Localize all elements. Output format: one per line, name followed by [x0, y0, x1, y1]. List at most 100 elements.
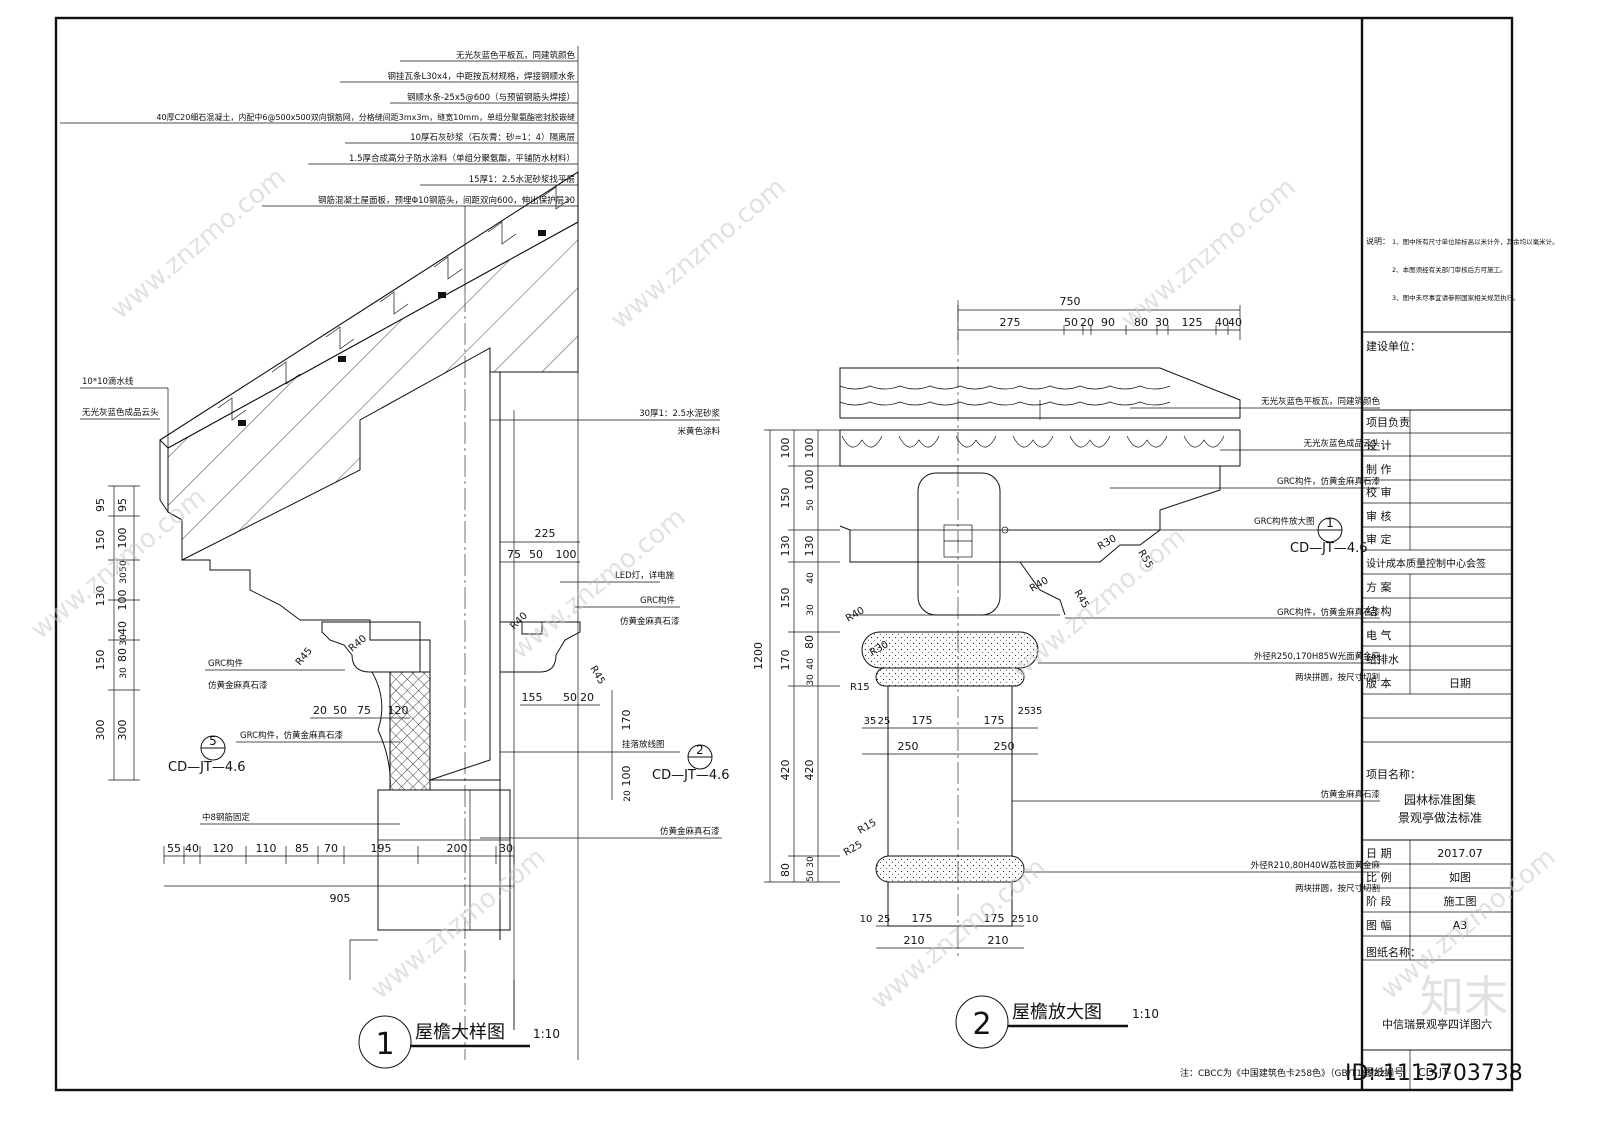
vdim-inner: 100	[116, 590, 129, 611]
mid-total: 250	[898, 740, 919, 753]
watermark-text: www.znzmo.com	[105, 162, 291, 325]
bottom-total: 210	[904, 934, 925, 947]
hdim-mid: 50	[333, 704, 347, 717]
vdim-inner: 80	[116, 648, 129, 662]
stone-block-crosshatch	[389, 671, 431, 791]
vdim-inner: 30	[806, 604, 816, 616]
cloud-note: 无光灰蓝色成品云头	[1303, 438, 1380, 449]
radius-label: R45	[587, 664, 606, 687]
tb-row3-label: 阶 段	[1366, 894, 1392, 908]
base-stone-note: 外径R210,80H40W荔枝面黄金麻	[1251, 860, 1381, 871]
cloud-head-band	[839, 429, 1241, 467]
layer-note: 无光灰蓝色平板瓦，同建筑颜色	[456, 50, 576, 61]
tb-row3-label: 图 幅	[1366, 919, 1392, 932]
top-dim: 90	[1101, 316, 1115, 329]
radius-label: R15	[850, 682, 870, 693]
capital-stone-note: 外径R250,170H85W光面黄金麻	[1254, 651, 1381, 662]
tile-note: 无光灰蓝色平板瓦，同建筑颜色	[1261, 396, 1381, 407]
tile-battens	[238, 230, 546, 426]
tb-row-label: 审 核	[1366, 509, 1392, 523]
top-dim: 80	[1134, 316, 1148, 329]
top-dim: 50	[1064, 316, 1078, 329]
panel-rounded	[917, 472, 1001, 616]
tile-steps	[217, 186, 571, 421]
vdim-inner: 300	[116, 720, 129, 741]
detail-ref-code: CD—JT—4.6	[652, 768, 730, 783]
tb-row2-label: 方 案	[1366, 580, 1392, 594]
led-note: LED灯，详电施	[615, 570, 675, 581]
vdim-inner: 100	[803, 438, 816, 459]
drawing-scale: 1:10	[1132, 1007, 1159, 1021]
hdim-bottom: 195	[371, 842, 392, 855]
vdim-inner: 30	[119, 667, 129, 679]
drawing-2-dimensions: 750 275 50 20 90 80 30 125 40 40 1200 10…	[752, 295, 1242, 949]
cloud-head-scallops	[841, 435, 1225, 448]
client-label: 建设单位：	[1366, 339, 1421, 353]
grc-enlarged-note: GRC构件放大图	[1254, 516, 1315, 527]
hdim-mid2: 50	[563, 691, 577, 704]
tb-row3-value: A3	[1453, 919, 1468, 932]
vdim-inner: 30	[119, 634, 129, 646]
hanging-note: 挂落放线图	[622, 739, 665, 750]
detail-ref-number: 1	[1326, 516, 1334, 530]
grc-stone-note: GRC构件，仿黄金麻真石漆	[240, 730, 344, 741]
grc-note-2: GRC构件，仿黄金麻真石漆	[1277, 476, 1381, 487]
drawing-title: 屋檐大样图	[415, 1022, 505, 1043]
bottom-dim: 175	[984, 912, 1005, 925]
tb-row-label: 设 计	[1366, 439, 1392, 452]
watermark-logo: 知末	[1420, 972, 1508, 1023]
tb-row2-value: 日期	[1449, 677, 1471, 690]
hdim-top-total: 225	[535, 527, 556, 540]
shaft-paint-note: 仿黄金麻真石漆	[1320, 789, 1380, 800]
bottom-dim: 25	[1012, 914, 1025, 925]
grc-moulding	[371, 671, 391, 791]
drawing-name-label: 图纸名称：	[1366, 945, 1421, 959]
drawing-1-title: 1 屋檐大样图 1:10	[358, 1015, 560, 1069]
vdim-inner: 50	[806, 870, 816, 882]
detail-ref-code: CD—JT—4.6	[168, 760, 246, 775]
radius-label: R15	[856, 817, 879, 836]
mid-total: 250	[994, 740, 1015, 753]
drawing-1-eave-detail	[159, 170, 581, 1060]
vdim-outer: 150	[779, 488, 792, 509]
stone-paint-note: 仿黄金麻真石漆	[620, 616, 680, 627]
hdim-bottom: 110	[256, 842, 277, 855]
mortar-note: 30厚1：2.5水泥砂浆	[639, 408, 720, 419]
bottom-total: 210	[988, 934, 1009, 947]
project-name: 园林标准图集	[1404, 792, 1476, 807]
top-dim: 125	[1182, 316, 1203, 329]
layer-note: 15厚1：2.5水泥砂浆找平层	[469, 174, 575, 185]
top-dim: 275	[1000, 316, 1021, 329]
drawing-2-title: 2 屋檐放大图 1:10	[955, 995, 1159, 1049]
vdim-outer: 150	[94, 650, 107, 671]
stone-paint-note-left: 仿黄金麻真石漆	[208, 680, 268, 691]
grc-bracket-left	[321, 621, 421, 673]
drawing-number: 1	[375, 1027, 394, 1062]
hdim-bottom: 120	[213, 842, 234, 855]
vdim-total: 1200	[752, 642, 765, 670]
tb-row3-value: 如图	[1449, 870, 1471, 884]
notes-label: 说明：	[1366, 236, 1390, 246]
vdim-inner: 50	[806, 499, 816, 511]
stone-paint-note-bottom: 仿黄金麻真石漆	[660, 826, 720, 837]
mid-dim: 25	[878, 716, 891, 727]
roof-slab-hatch	[167, 221, 579, 561]
drawing-1-callouts: 30厚1：2.5水泥砂浆 米黄色涂料 LED灯，详电施 GRC构件 仿黄金麻真石…	[200, 408, 722, 839]
watermarks: www.znzmo.com www.znzmo.com www.znzmo.co…	[25, 162, 1561, 1086]
hdim-bottom: 70	[324, 842, 338, 855]
top-total-dim: 750	[1060, 295, 1081, 308]
vdim-outer: 80	[779, 863, 792, 877]
watermark-text: www.znzmo.com	[1115, 172, 1301, 335]
tb-row2-label: 电 气	[1366, 628, 1392, 642]
hdim-mid2: 155	[522, 691, 543, 704]
drip-line-note: 10*10滴水线	[82, 376, 134, 387]
hdim-top: 75	[507, 548, 521, 561]
detail-ref-1: 1 CD—JT—4.6	[1290, 516, 1368, 556]
vdim-right: 170	[620, 710, 633, 731]
hdim-top: 50	[529, 548, 543, 561]
radius-label: R25	[842, 839, 865, 858]
radius-label: R45	[294, 646, 315, 668]
hdim-bottom: 200	[447, 842, 468, 855]
detail-ref-number: 5	[209, 734, 217, 748]
